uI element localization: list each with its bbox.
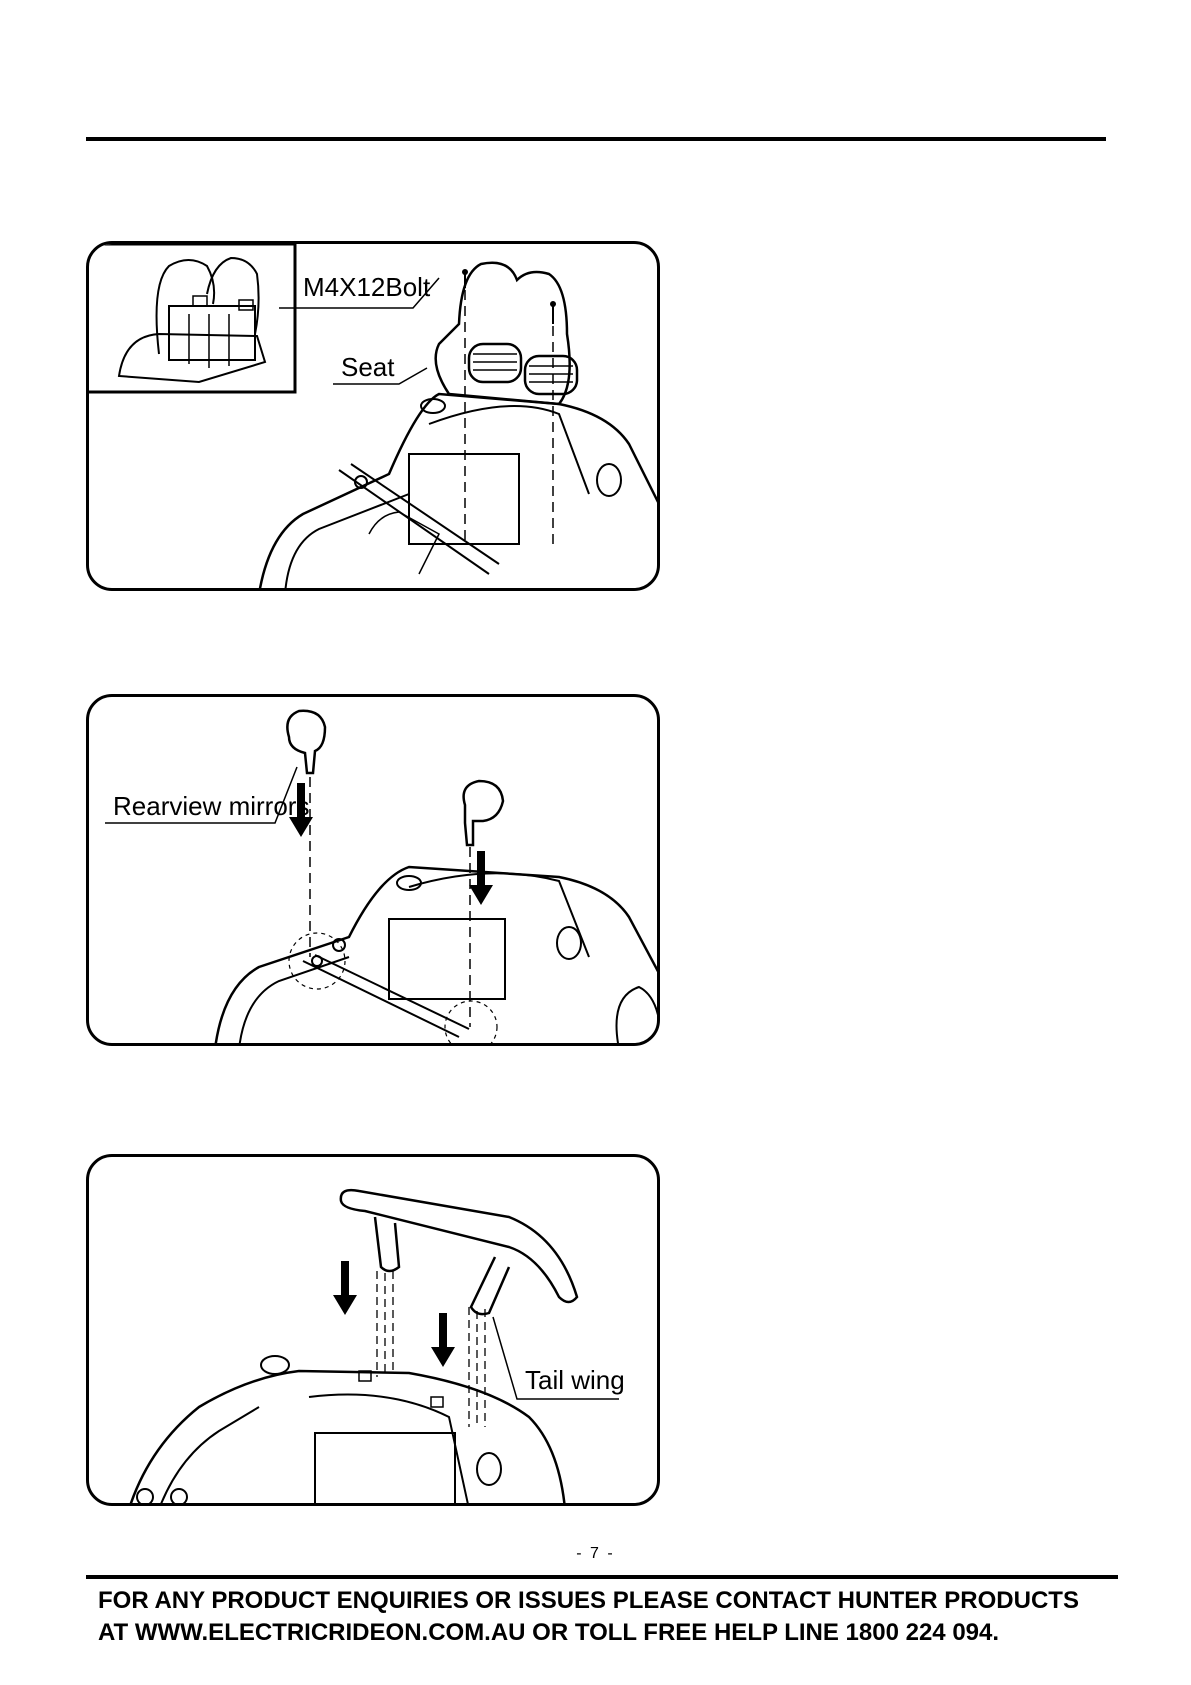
- header-rule: [86, 137, 1106, 141]
- car-body-illustration: [215, 867, 660, 1046]
- mirror-assembly-panel: Rearview mirrors: [86, 694, 660, 1046]
- car-body-illustration: [129, 1356, 565, 1506]
- seat-assembly-panel: M4X12Bolt Seat: [86, 241, 660, 591]
- mirror-illustration: [287, 711, 503, 1027]
- footer-rule: [86, 1575, 1118, 1579]
- tail-wing-assembly-panel: Tail wing: [86, 1154, 660, 1506]
- footer-contact: FOR ANY PRODUCT ENQUIRIES OR ISSUES PLEA…: [98, 1585, 1079, 1649]
- mirrors-label: Rearview mirrors: [113, 791, 309, 821]
- seat-assembly-illustration: M4X12Bolt Seat: [89, 244, 660, 591]
- seat-label: Seat: [341, 352, 395, 382]
- down-arrow-icon: [431, 1313, 455, 1367]
- page-number: - 7 -: [0, 1545, 1191, 1563]
- footer-line-1: FOR ANY PRODUCT ENQUIRIES OR ISSUES PLEA…: [98, 1585, 1079, 1617]
- bolt-label: M4X12Bolt: [303, 272, 431, 302]
- tail-wing-label: Tail wing: [525, 1365, 625, 1395]
- down-arrow-icon: [333, 1261, 357, 1315]
- footer-line-2: AT WWW.ELECTRICRIDEON.COM.AU OR TOLL FRE…: [98, 1617, 1079, 1649]
- car-body-illustration: [259, 394, 659, 591]
- mirror-assembly-illustration: Rearview mirrors: [89, 697, 660, 1046]
- seat-inset-illustration: [89, 244, 295, 392]
- seat-illustration: [436, 263, 577, 404]
- down-arrow-icon: [469, 851, 493, 905]
- tail-wing-assembly-illustration: Tail wing: [89, 1157, 660, 1506]
